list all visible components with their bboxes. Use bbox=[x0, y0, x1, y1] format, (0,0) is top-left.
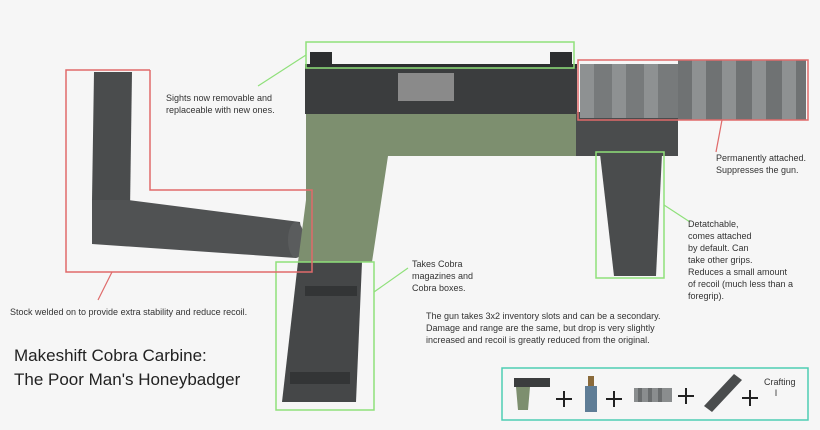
suppressor-leader bbox=[715, 119, 723, 153]
crafting-label: Crafting I bbox=[764, 377, 796, 398]
stock-leader bbox=[97, 271, 113, 301]
sights-leader bbox=[257, 54, 307, 87]
grip-leader bbox=[663, 204, 691, 223]
suppressor-part bbox=[580, 60, 806, 120]
description-text: The gun takes 3x2 inventory slots and ca… bbox=[426, 311, 661, 345]
diagram-title-line1: Makeshift Cobra Carbine: bbox=[14, 346, 207, 365]
sights-annotation: Sights now removable and replaceable wit… bbox=[166, 93, 275, 115]
suppressor-icon bbox=[634, 388, 672, 402]
crafting-box bbox=[501, 367, 809, 421]
magazine-leader bbox=[373, 267, 409, 293]
grip-box bbox=[595, 151, 665, 279]
suppressor-box bbox=[577, 59, 809, 121]
grip-body bbox=[298, 112, 578, 262]
magazine-annotation: Takes Cobra magazines and Cobra boxes. bbox=[412, 259, 474, 293]
cobra-pistol-icon bbox=[514, 378, 550, 410]
plus-icon bbox=[606, 391, 622, 407]
plus-icon bbox=[742, 390, 758, 406]
magazine-part bbox=[282, 262, 362, 402]
suppressor-annotation: Permanently attached. Suppresses the gun… bbox=[716, 153, 807, 175]
plus-icon bbox=[556, 391, 572, 407]
vertical-grip-part bbox=[600, 154, 662, 276]
plus-icon bbox=[678, 388, 694, 404]
stock-icon bbox=[704, 374, 742, 412]
stock-annotation: Stock welded on to provide extra stabili… bbox=[10, 307, 248, 317]
diagram-title-line2: The Poor Man's Honeybadger bbox=[14, 370, 241, 389]
magazine-box bbox=[275, 261, 375, 411]
grip-annotation: Detatchable, comes attached by default. … bbox=[688, 219, 794, 301]
stock-box bbox=[65, 69, 313, 273]
bottle-icon bbox=[585, 376, 597, 412]
